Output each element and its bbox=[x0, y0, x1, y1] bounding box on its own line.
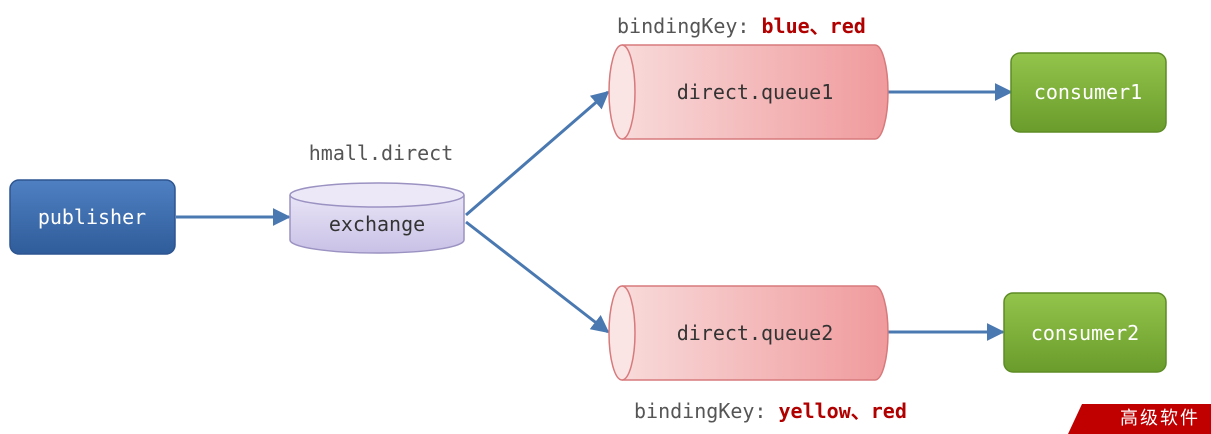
arrow-exchange-queue1 bbox=[465, 90, 610, 217]
publisher-node: publisher bbox=[9, 179, 176, 255]
routing-diagram: publisher exchange hmall.direct direct.q… bbox=[9, 44, 1167, 381]
binding-key-queue2: bindingKey: yellow、red bbox=[634, 395, 907, 424]
consumer2-label: consumer2 bbox=[1031, 321, 1139, 345]
publisher-label: publisher bbox=[38, 205, 146, 229]
consumer1-node: consumer1 bbox=[1010, 52, 1167, 133]
binding-key-values: blue、red bbox=[761, 14, 866, 38]
arrow-exchange-queue2 bbox=[465, 220, 610, 334]
exchange-label: exchange bbox=[329, 212, 425, 236]
binding-key-values: yellow、red bbox=[778, 399, 907, 423]
binding-key-queue1: bindingKey: blue、red bbox=[617, 10, 866, 39]
watermark-text: 高级软件 bbox=[1120, 408, 1200, 429]
arrows bbox=[176, 83, 1013, 341]
binding-key-prefix: bindingKey: bbox=[634, 399, 779, 423]
queue2-node: direct.queue2 bbox=[608, 285, 889, 381]
exchange-name-label: hmall.direct bbox=[309, 141, 454, 165]
consumer1-label: consumer1 bbox=[1034, 80, 1142, 104]
consumer2-node: consumer2 bbox=[1003, 292, 1167, 373]
queue2-label: direct.queue2 bbox=[677, 321, 834, 345]
queue1-label: direct.queue1 bbox=[677, 80, 834, 104]
queue1-node: direct.queue1 bbox=[608, 44, 889, 140]
exchange-node: exchange bbox=[289, 182, 465, 254]
binding-key-prefix: bindingKey: bbox=[617, 14, 762, 38]
